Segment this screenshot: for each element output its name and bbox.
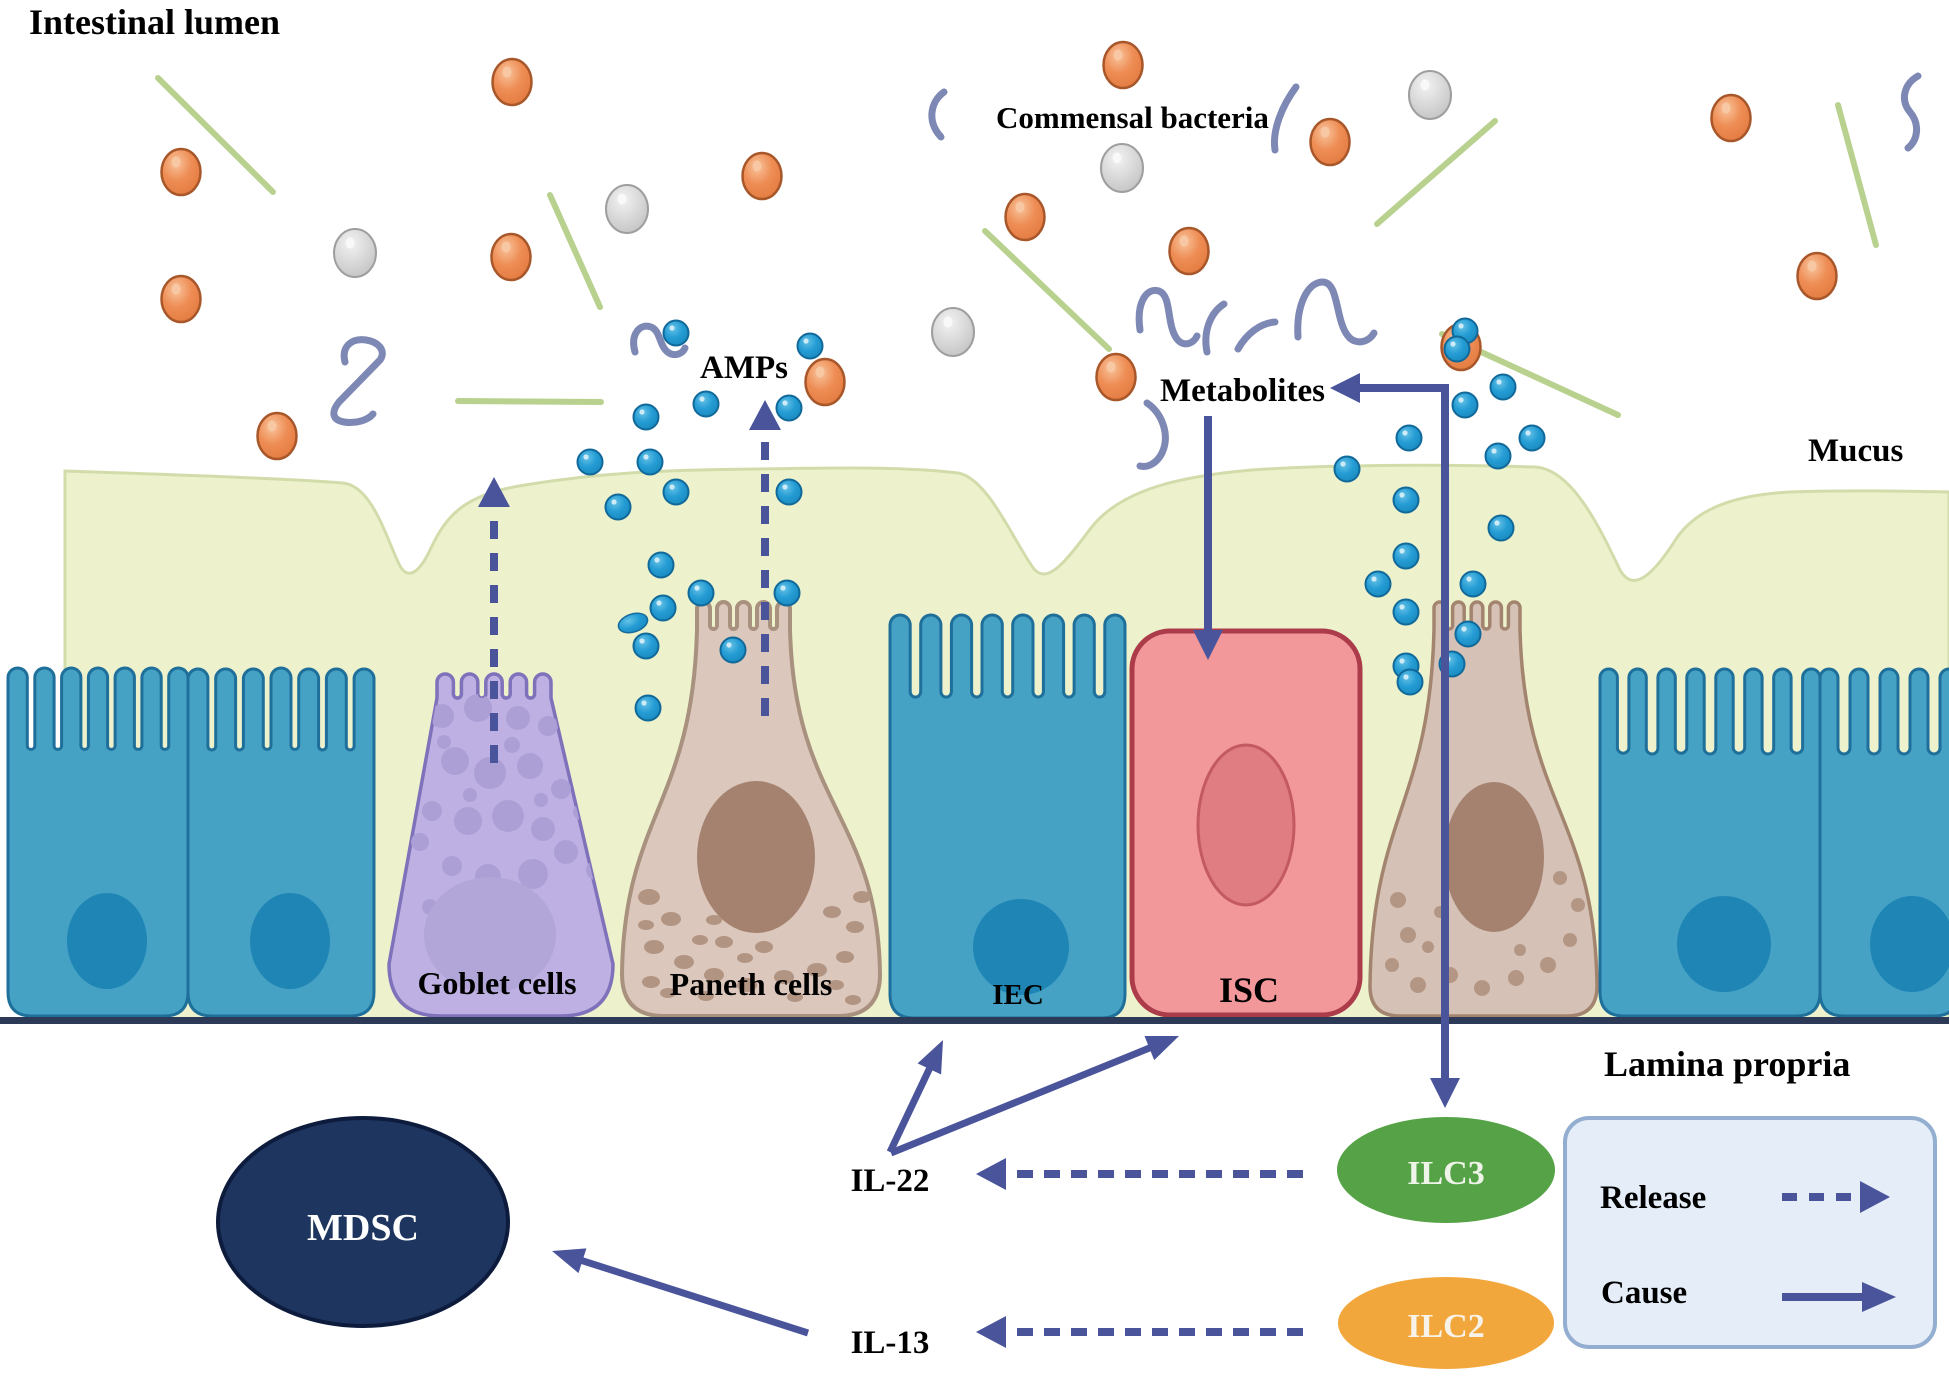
svg-text:Intestinal lumen: Intestinal lumen	[29, 2, 280, 42]
svg-text:Commensal bacteria: Commensal bacteria	[996, 100, 1269, 135]
svg-text:ILC2: ILC2	[1407, 1308, 1484, 1345]
svg-text:ISC: ISC	[1219, 970, 1279, 1010]
svg-text:IL-22: IL-22	[851, 1163, 930, 1199]
svg-text:Metabolites: Metabolites	[1160, 373, 1325, 409]
svg-text:MDSC: MDSC	[307, 1207, 419, 1249]
svg-text:IL-13: IL-13	[851, 1325, 930, 1361]
svg-text:IEC: IEC	[992, 979, 1044, 1011]
svg-text:Release: Release	[1600, 1180, 1706, 1216]
svg-text:Goblet cells: Goblet cells	[417, 965, 576, 1001]
svg-text:Cause: Cause	[1601, 1275, 1687, 1311]
svg-text:Mucus: Mucus	[1808, 433, 1904, 469]
svg-text:Paneth cells: Paneth cells	[670, 966, 833, 1002]
svg-text:AMPs: AMPs	[700, 350, 788, 386]
svg-text:ILC3: ILC3	[1407, 1155, 1484, 1192]
svg-text:Lamina propria: Lamina propria	[1604, 1044, 1850, 1084]
